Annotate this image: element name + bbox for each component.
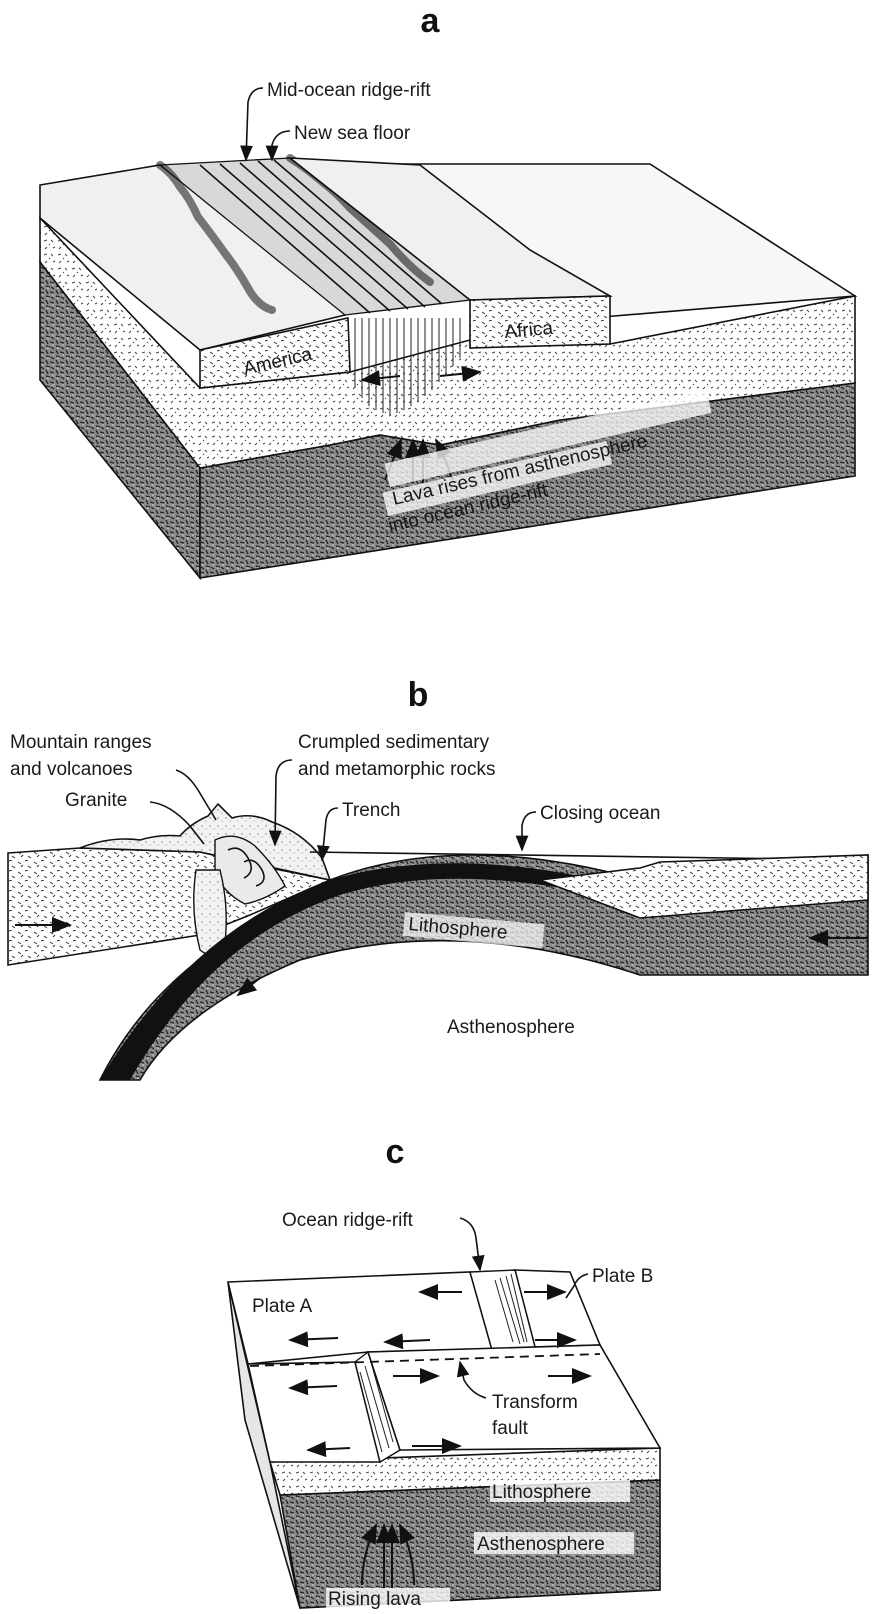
leader-ridge xyxy=(246,88,263,160)
label-granite: Granite xyxy=(65,790,127,811)
label-lithosphere-c: Lithosphere xyxy=(492,1482,591,1503)
label-africa: Africa xyxy=(504,318,555,343)
label-mountain-ranges-line1: Mountain ranges xyxy=(10,732,152,753)
label-plate-a: Plate A xyxy=(252,1296,313,1317)
label-crumpled-line1: Crumpled sedimentary xyxy=(298,732,490,753)
label-asthenosphere-c: Asthenosphere xyxy=(477,1534,605,1555)
label-trench: Trench xyxy=(342,800,400,821)
label-closing-ocean: Closing ocean xyxy=(540,803,660,824)
leader-closing-ocean xyxy=(522,812,536,850)
label-plate-b: Plate B xyxy=(592,1266,653,1287)
leader-ocean-ridge xyxy=(460,1218,480,1270)
label-crumpled-line2: and metamorphic rocks xyxy=(298,759,495,780)
panel-b-letter: b xyxy=(408,676,429,714)
panel-b: b Mountain ranges and volcanoes Granite … xyxy=(8,676,868,1080)
panel-a-letter: a xyxy=(421,2,441,40)
label-asthenosphere-b: Asthenosphere xyxy=(447,1017,575,1038)
label-mountain-ranges-line2: and volcanoes xyxy=(10,759,133,780)
label-new-sea-floor: New sea floor xyxy=(294,123,411,144)
panel-a: a xyxy=(40,2,855,578)
panel-c: c xyxy=(228,1133,660,1610)
label-ocean-ridge-rift: Ocean ridge-rift xyxy=(282,1210,414,1231)
label-transform-line1: Transform xyxy=(492,1392,578,1413)
label-mid-ocean-ridge-rift: Mid-ocean ridge-rift xyxy=(267,80,431,101)
panel-c-letter: c xyxy=(386,1133,405,1171)
label-rising-lava: Rising lava xyxy=(328,1589,421,1610)
label-transform-line2: fault xyxy=(492,1418,529,1439)
